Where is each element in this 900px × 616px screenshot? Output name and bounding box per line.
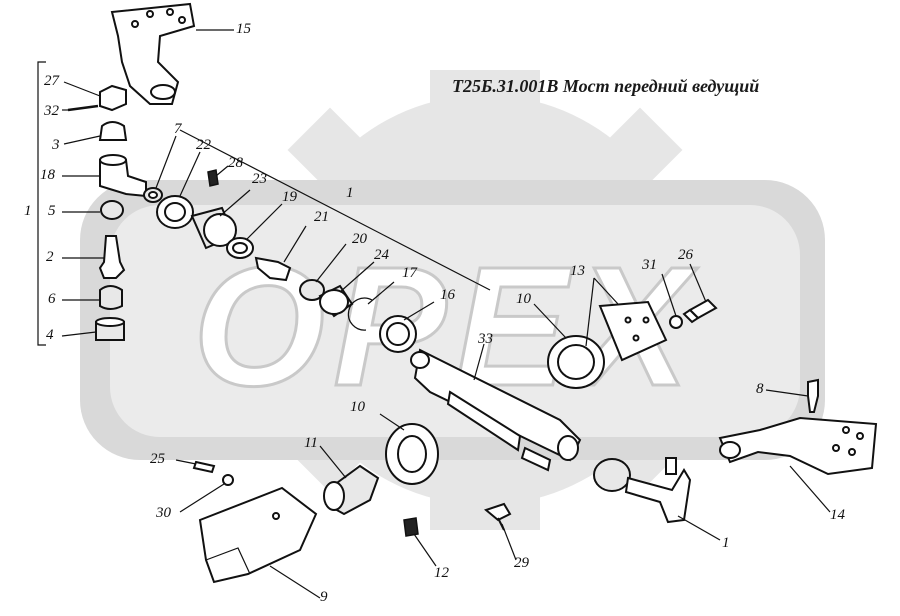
label-8: 8: [756, 381, 764, 397]
part-22-ring: [156, 195, 194, 229]
part-33-housing: [410, 348, 582, 472]
label-30: 30: [156, 505, 171, 521]
label-13: 13: [570, 263, 585, 279]
part-4-nut: [95, 317, 125, 341]
label-29: 29: [514, 555, 529, 571]
label-23: 23: [252, 171, 267, 187]
label-28: 28: [228, 155, 243, 171]
group-bracket: [37, 61, 46, 346]
part-10-ring-upper: [547, 335, 605, 389]
label-21: 21: [314, 209, 329, 225]
label-31: 31: [642, 257, 657, 273]
label-32: 32: [44, 103, 59, 119]
part-13-plate: [598, 300, 668, 362]
part-18-tip: [99, 154, 147, 198]
label-15: 15: [236, 21, 251, 37]
part-26-bolt: [682, 298, 718, 324]
label-10-upper: 10: [516, 291, 531, 307]
part-11-boot: [323, 464, 380, 516]
label-26: 26: [678, 247, 693, 263]
axis-line: [179, 129, 491, 291]
label-27: 27: [44, 73, 59, 89]
label-2: 2: [46, 249, 54, 265]
leader-lines: [61, 29, 831, 599]
label-6: 6: [48, 291, 56, 307]
part-10-ring-lower: [385, 423, 439, 485]
part-27-nut: [99, 84, 127, 112]
part-14-arm: [718, 416, 878, 476]
label-18: 18: [40, 167, 55, 183]
part-1-tie-rod-end: [593, 457, 692, 524]
label-19: 19: [282, 189, 297, 205]
label-22: 22: [196, 137, 211, 153]
label-20: 20: [352, 231, 367, 247]
label-12: 12: [434, 565, 449, 581]
label-17: 17: [402, 265, 417, 281]
part-17-circlip: [347, 297, 373, 331]
part-32-pin: [67, 104, 99, 112]
label-3: 3: [52, 137, 60, 153]
part-12-spring: [403, 517, 419, 537]
label-7: 7: [174, 121, 182, 137]
label-14: 14: [830, 507, 845, 523]
part-9-guard: [198, 486, 318, 584]
label-4: 4: [46, 327, 54, 343]
part-23-bushing: [190, 206, 237, 250]
label-11: 11: [304, 435, 318, 451]
part-2-pin: [98, 235, 126, 279]
label-24: 24: [374, 247, 389, 263]
label-16: 16: [440, 287, 455, 303]
label-1-axis: 1: [346, 185, 354, 201]
part-20-ring: [299, 279, 325, 301]
part-19-washer: [226, 237, 254, 259]
label-33: 33: [478, 331, 493, 347]
part-25-bolt: [192, 460, 216, 474]
label-10-lower: 10: [350, 399, 365, 415]
label-25: 25: [150, 451, 165, 467]
part-21-pin: [254, 256, 292, 282]
part-28-fitting: [207, 169, 219, 187]
part-15-arm: [110, 2, 196, 105]
label-1-tie-rod: 1: [722, 535, 730, 551]
part-3-cap: [98, 121, 128, 141]
label-5: 5: [48, 203, 56, 219]
part-5-bushing: [100, 200, 124, 220]
part-6-liner: [99, 285, 123, 310]
diagram-title: Т25Б.31.001В Мост передний ведущий: [452, 76, 760, 96]
part-7-ring: [143, 187, 163, 203]
part-30-washer: [222, 474, 234, 486]
label-9: 9: [320, 589, 328, 605]
part-16-seal: [379, 315, 417, 353]
label-1-group: 1: [24, 203, 32, 219]
part-31-washer: [669, 315, 683, 329]
